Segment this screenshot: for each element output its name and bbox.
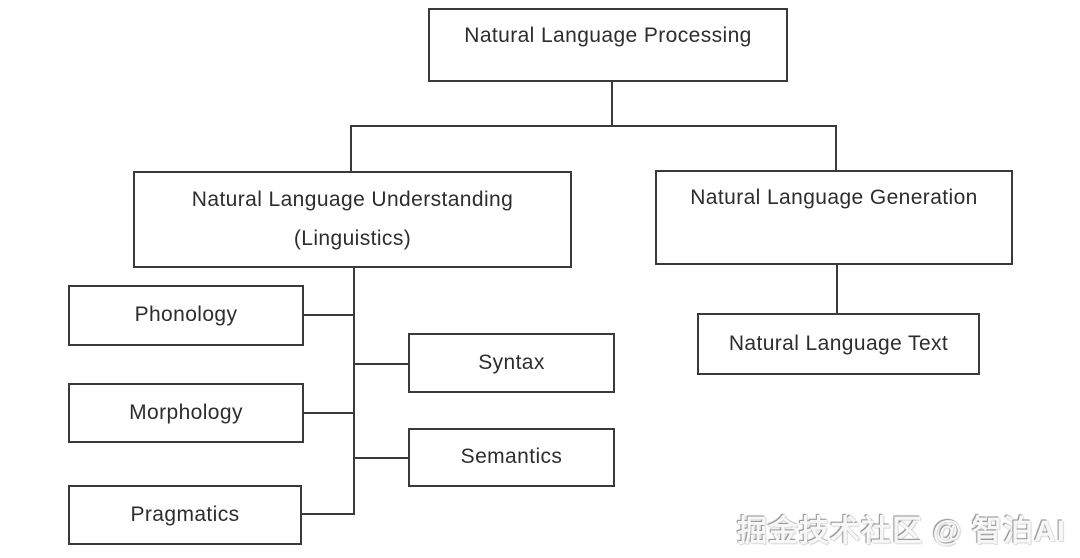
node-natural-language-processing: Natural Language Processing: [428, 8, 788, 82]
node-label: Semantics: [460, 445, 563, 469]
node-label: Pragmatics: [130, 502, 240, 526]
node-label: Natural Language Processing: [464, 24, 752, 47]
node-label: Natural Language Text: [728, 331, 949, 355]
node-label: Natural Language Understanding: [191, 188, 514, 212]
connector-nlg-to-text-line: [836, 265, 838, 315]
connector-nlg-drop-line: [835, 125, 837, 170]
connector-pragmatics-stub-line: [302, 513, 355, 515]
watermark-text: 掘金技术社区 @ 智泊AI: [737, 515, 1066, 548]
node-syntax: Syntax: [408, 333, 615, 393]
node-natural-language-generation: Natural Language Generation: [655, 170, 1013, 265]
connector-semantics-stub-line: [353, 457, 410, 459]
node-phonology: Phonology: [68, 285, 304, 346]
node-morphology: Morphology: [68, 383, 304, 443]
node-semantics: Semantics: [408, 428, 615, 487]
node-pragmatics: Pragmatics: [68, 485, 302, 545]
node-sublabel: (Linguistics): [293, 226, 412, 250]
connector-phonology-stub-line: [304, 314, 355, 316]
connector-top-rail-line: [350, 125, 837, 127]
node-label: Syntax: [478, 350, 545, 374]
node-label: Phonology: [134, 303, 238, 327]
node-label: Morphology: [129, 400, 243, 424]
node-natural-language-understanding: Natural Language Understanding (Linguist…: [133, 171, 572, 268]
node-natural-language-text: Natural Language Text: [697, 313, 980, 375]
connector-syntax-stub-line: [353, 363, 410, 365]
connector-nlu-spine-line: [353, 266, 355, 515]
node-label: Natural Language Generation: [690, 186, 978, 209]
connector-morphology-stub-line: [304, 412, 355, 414]
connector-nlu-drop-line: [350, 125, 352, 171]
connector-nlp-down-line: [611, 82, 613, 127]
